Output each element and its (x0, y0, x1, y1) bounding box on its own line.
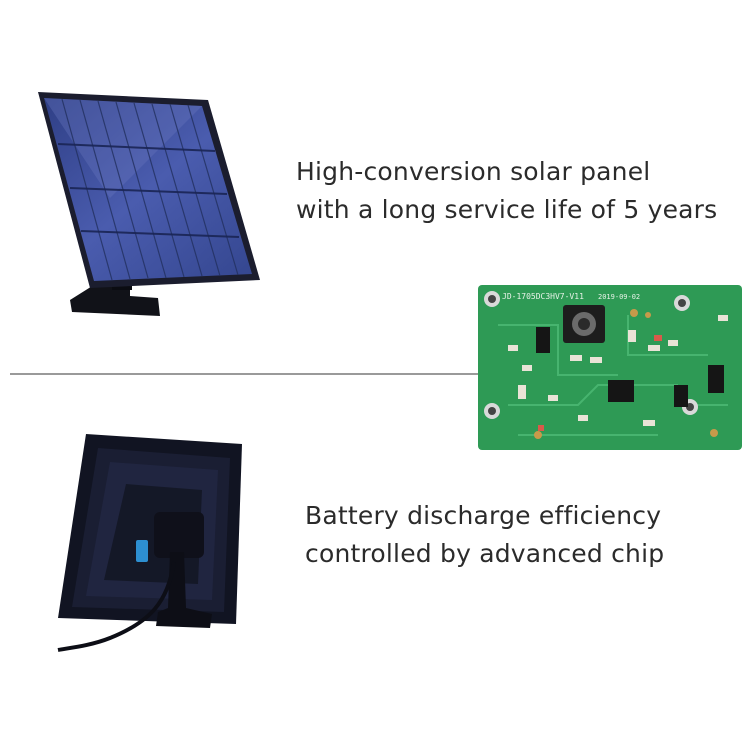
divider-line (10, 373, 480, 375)
circuit-board-image: JD-1705DC3HV7-V11 2019-09-02 (478, 285, 742, 450)
solar-panel-back-image (57, 434, 242, 652)
caption-line: with a long service life of 5 years (296, 195, 718, 224)
caption-line: Battery discharge efficiency (305, 501, 662, 530)
board-silkscreen-label: JD-1705DC3HV7-V11 (502, 292, 584, 301)
board-silkscreen-date: 2019-09-02 (598, 293, 640, 301)
feature-caption-solar-panel: High-conversion solar panel with a long … (296, 153, 717, 229)
feature-caption-chip: Battery discharge efficiency controlled … (305, 497, 664, 573)
caption-line: controlled by advanced chip (305, 539, 665, 568)
caption-line: High-conversion solar panel (296, 157, 651, 186)
solar-panel-front-image (38, 92, 260, 316)
